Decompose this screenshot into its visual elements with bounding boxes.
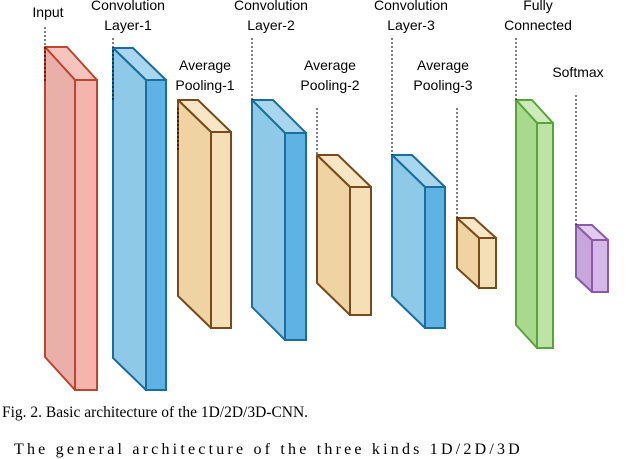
layer-label-line: Connected: [504, 17, 572, 33]
layer-side-face: [591, 239, 609, 293]
layer-block-fc: [515, 99, 554, 349]
layer-label-line: Pooling-1: [175, 77, 234, 93]
layer-label-line: Input: [32, 4, 63, 20]
layer-side-face: [536, 122, 554, 349]
layer-side-face: [424, 186, 446, 329]
layer-label-line: Convolution: [374, 0, 448, 13]
layer-label-line: Convolution: [91, 0, 165, 13]
layer-block-conv1: [112, 47, 167, 391]
layer-block-pool3: [456, 217, 497, 289]
layer-side-face: [284, 132, 307, 341]
layer-label-line: Layer-2: [247, 17, 295, 33]
layer-side-face: [478, 237, 497, 289]
layer-front-face: [177, 99, 212, 329]
layer-label-line: Average: [417, 57, 469, 73]
layer-block-softmax: [575, 224, 609, 293]
layer-front-face: [112, 47, 147, 391]
layer-block-pool1: [177, 99, 232, 329]
body-text-line: The general architecture of the three ki…: [14, 441, 523, 458]
layer-label-line: Layer-3: [387, 17, 435, 33]
layer-block-conv2: [251, 99, 307, 341]
layer-front-face: [44, 46, 76, 391]
layer-side-face: [210, 131, 232, 329]
layer-label-line: Layer-1: [104, 17, 152, 33]
layer-front-face: [251, 99, 286, 341]
layer-label-line: Average: [304, 57, 356, 73]
layer-label-softmax: Softmax: [552, 64, 603, 80]
layer-side-face: [349, 186, 372, 316]
layer-front-face: [391, 154, 426, 329]
layer-block-input: [44, 46, 98, 391]
layer-front-face: [515, 99, 538, 349]
layer-label-input: Input: [32, 4, 63, 20]
layer-label-line: Fully: [523, 0, 553, 13]
layer-block-conv3: [391, 154, 446, 329]
layer-side-face: [145, 79, 167, 391]
layer-side-face: [74, 79, 98, 391]
layer-label-line: Convolution: [234, 0, 308, 13]
figure-caption: Fig. 2. Basic architecture of the 1D/2D/…: [2, 404, 309, 421]
layer-label-line: Pooling-2: [300, 77, 359, 93]
layer-block-pool2: [316, 154, 372, 316]
layer-label-line: Softmax: [552, 64, 603, 80]
layer-label-line: Average: [179, 57, 231, 73]
layer-label-line: Pooling-3: [413, 77, 472, 93]
